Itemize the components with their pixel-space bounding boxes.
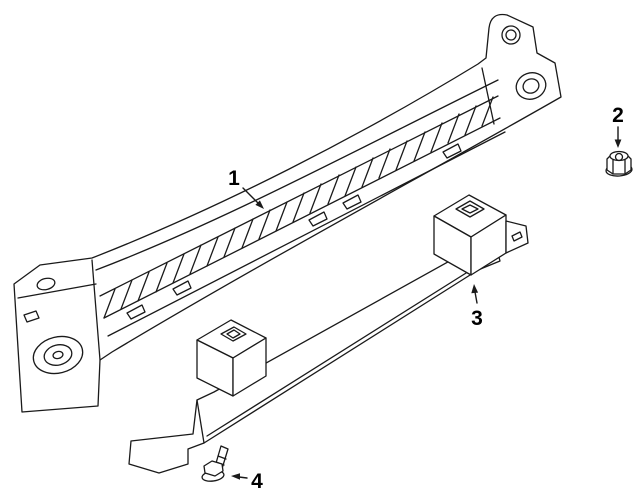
right-mounting-hole-outer — [515, 72, 547, 100]
support-bracket-flange-slot — [511, 231, 523, 242]
impact-bar-top-ridge — [95, 79, 499, 271]
callout-2-label: 2 — [612, 104, 624, 127]
inner-bracket-right-face — [232, 337, 267, 397]
callout-2-leader — [614, 126, 622, 148]
support-bracket-drawing — [433, 194, 529, 276]
right-mounting-hole-inner — [522, 78, 540, 94]
left-plate-slot — [23, 310, 40, 323]
impact-bar-left-end-plate — [17, 259, 101, 375]
callout-3-arrowhead — [471, 284, 479, 294]
callout-4-arrowhead — [231, 473, 240, 480]
impact-bar-outline — [13, 13, 562, 413]
left-mounting-hole-mid — [43, 344, 73, 366]
callout-4-label: 4 — [251, 470, 263, 493]
left-plate-edge — [91, 259, 101, 361]
impact-bar-rib-rail-top — [99, 95, 499, 297]
left-tab-hole — [36, 277, 56, 291]
callout-3-leader — [471, 284, 479, 304]
callout-1-label: 1 — [228, 167, 240, 190]
rail-fold-line — [206, 262, 483, 437]
top-tab-hole-inner — [505, 29, 517, 41]
rail-outline — [128, 242, 501, 474]
support-bracket-hole — [455, 200, 485, 218]
inner-bracket-hole — [220, 326, 247, 342]
left-mounting-hole-inner — [52, 350, 64, 360]
impact-bar-slot — [172, 280, 192, 296]
top-tab-hole-outer — [501, 25, 521, 45]
inner-bracket-drawing — [196, 319, 267, 397]
nut-thread-hole — [614, 152, 624, 162]
impact-bar-slot — [126, 304, 146, 320]
support-bracket-hole-detail — [461, 204, 479, 214]
impact-bar-slot — [342, 194, 362, 210]
callout-4-leader — [231, 473, 248, 480]
impact-bar-rib-hatching — [103, 96, 494, 319]
rail-left-fold — [196, 399, 205, 444]
impact-bar-drawing — [13, 13, 562, 413]
callout-leaders — [231, 126, 622, 480]
impact-bar-slot — [442, 143, 462, 159]
lower-support-rail-drawing — [128, 242, 501, 474]
inner-bracket-hole-detail — [226, 329, 241, 339]
bolt-hex-head — [203, 460, 224, 477]
callout-1-arrowhead — [255, 200, 264, 209]
callout-1-leader — [242, 187, 264, 209]
bolt-drawing — [201, 445, 229, 482]
hex-nut-drawing — [605, 150, 633, 177]
callout-3-label: 3 — [471, 307, 483, 330]
impact-bar-lower-ridge — [107, 131, 506, 337]
impact-bar-rib-rail-bottom — [103, 117, 501, 319]
impact-bar-slot — [308, 211, 328, 227]
impact-bar-right-end-plate — [481, 25, 547, 125]
left-plate-fold — [17, 283, 97, 299]
support-bracket-flange — [505, 220, 529, 254]
callout-2-arrowhead — [614, 139, 622, 148]
right-plate-edge — [481, 67, 495, 125]
left-mounting-hole-outer — [32, 335, 84, 375]
